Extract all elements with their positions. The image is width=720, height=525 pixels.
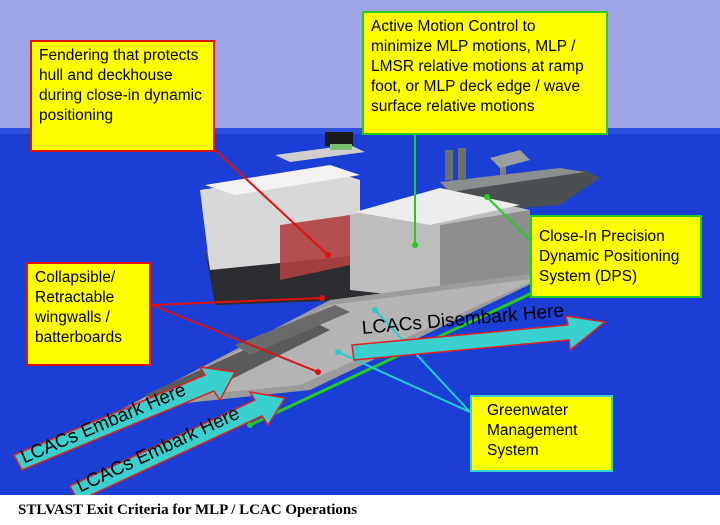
- disembark-arrow: [351, 315, 607, 361]
- embark-arrow-2: [68, 390, 287, 495]
- deckhouse: [200, 132, 365, 280]
- leader-lines: [151, 135, 531, 428]
- wingwalls-callout: Collapsible/ Retractable wingwalls / bat…: [26, 262, 151, 366]
- sea-highlight: [0, 128, 720, 134]
- figure-caption: STLVAST Exit Criteria for MLP / LCAC Ope…: [18, 502, 358, 518]
- fendering-callout: Fendering that protects hull and deckhou…: [30, 40, 215, 152]
- mlp-module: [350, 188, 530, 300]
- greenwater-callout: Greenwater Management System: [470, 395, 613, 472]
- embark-arrow-1: [12, 366, 237, 471]
- ship-scene-illustration: [0, 0, 720, 495]
- active-motion-callout: Active Motion Control to minimize MLP mo…: [362, 11, 608, 135]
- dps-callout: Close-In Precision Dynamic Positioning S…: [530, 215, 702, 298]
